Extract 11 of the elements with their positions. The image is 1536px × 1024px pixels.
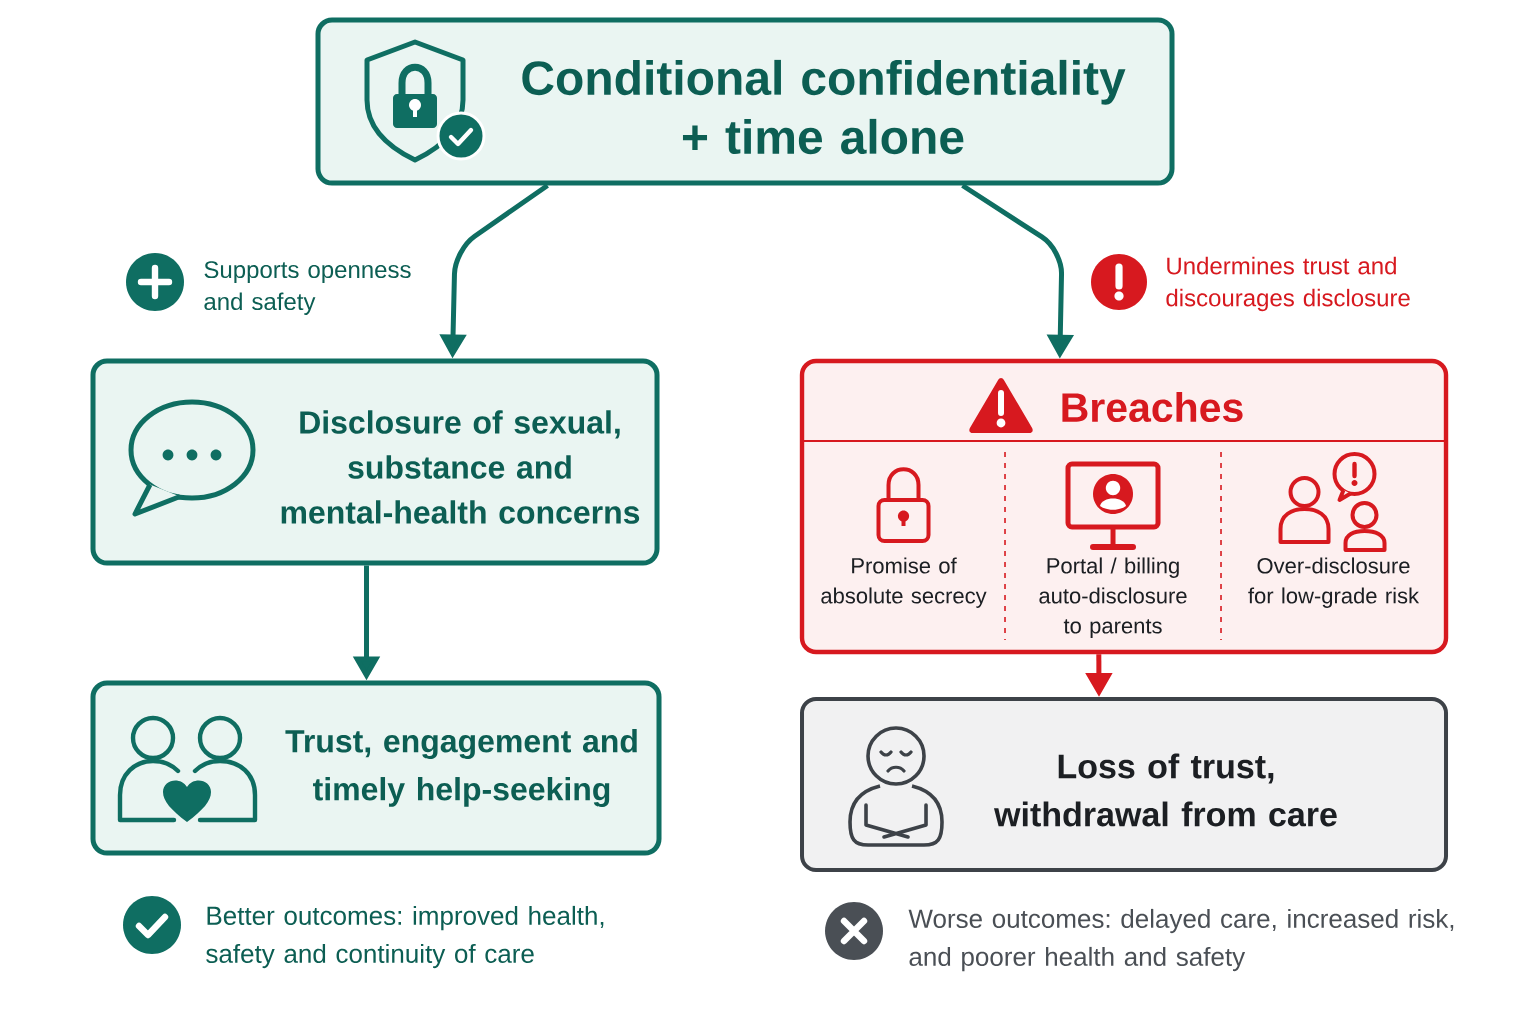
outcome-text: Better outcomes: improved health, safety and continuity of care	[206, 905, 604, 969]
process-box: Trust, engagement and timely help-seeking	[90, 680, 662, 856]
breach-label: Promise of absolute secrecy	[821, 557, 987, 608]
edge-label: Supports openness and safety	[204, 261, 411, 315]
edge-label: Undermines trust and discourages disclosure	[1166, 256, 1410, 312]
breach-label: Portal / billing auto-disclosure to parents	[1039, 557, 1187, 638]
title-box: Conditional confidentiality + time alone	[315, 17, 1175, 186]
breach-label: Over-disclosure for low-grade risk	[1248, 557, 1420, 608]
outcome-box: Loss of trust, withdrawal from care	[800, 697, 1448, 872]
outcome-text: Worse outcomes: delayed care, increased risk, and poorer health and safety	[908, 908, 1454, 972]
process-box: Disclosure of sexual, substance and mental-health concerns	[90, 358, 660, 566]
